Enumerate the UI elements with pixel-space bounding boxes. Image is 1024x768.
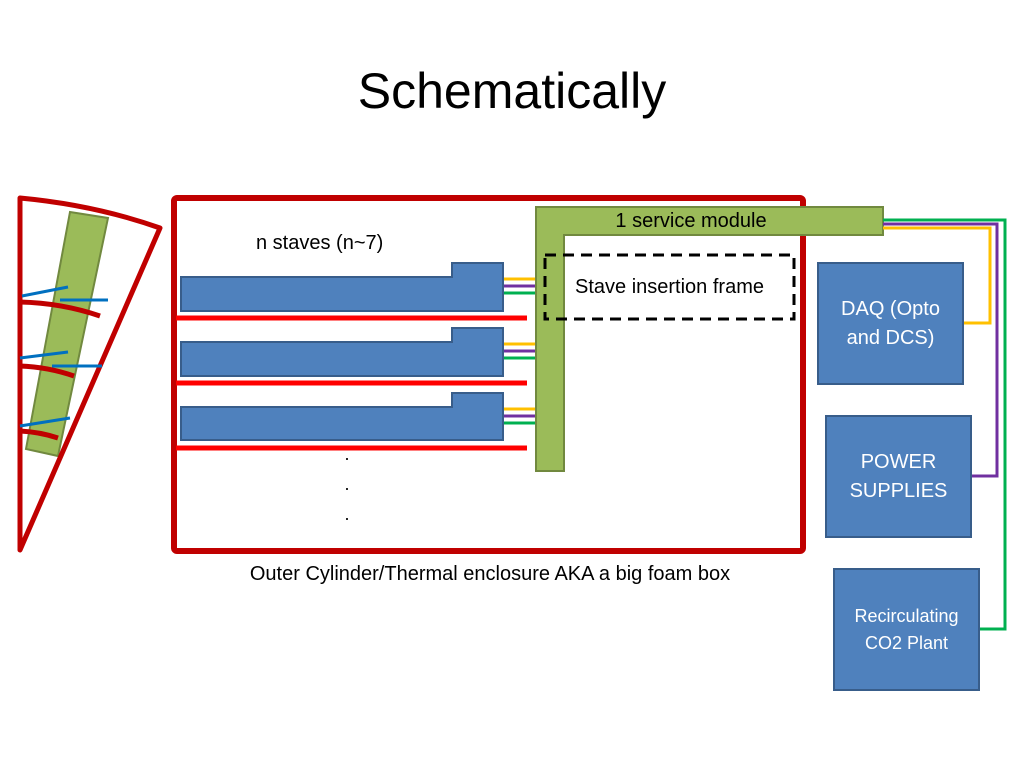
co2-plant-box <box>833 568 980 691</box>
continuation-dot: · <box>344 478 350 498</box>
detector-sector <box>17 195 163 553</box>
sector-outline <box>17 195 163 553</box>
continuation-dot: · <box>344 448 350 468</box>
external-cables <box>883 218 1007 631</box>
co2-plant-label: Recirculating CO2 Plant <box>854 606 959 653</box>
sector-blue-line <box>21 285 69 298</box>
sector-blue-line <box>19 416 71 428</box>
stave-insertion-frame <box>543 253 796 321</box>
stave <box>180 392 504 441</box>
staves-label: n staves (n~7) <box>256 232 384 254</box>
daq-label: DAQ (Opto and DCS) <box>841 297 940 349</box>
stave-connectors <box>503 277 537 425</box>
stave <box>180 262 504 312</box>
power-supplies-label: POWER SUPPLIES <box>849 450 948 502</box>
thermal-enclosure <box>171 195 806 554</box>
sector-rail-3 <box>19 428 59 441</box>
stave <box>180 327 504 377</box>
sector-rail-2 <box>19 363 75 379</box>
daq-box <box>817 262 964 385</box>
service-module <box>535 206 884 472</box>
sector-blue-line <box>19 350 69 360</box>
service-module-label: 1 service module <box>615 210 767 232</box>
insertion-frame-label: Stave insertion frame <box>575 276 764 298</box>
slide-title: Schematically <box>357 63 667 119</box>
power-supplies-box <box>825 415 972 538</box>
enclosure-label: Outer Cylinder/Thermal enclosure AKA a b… <box>249 563 731 585</box>
continuation-dot: · <box>344 508 350 528</box>
sector-rail-1 <box>19 299 101 319</box>
